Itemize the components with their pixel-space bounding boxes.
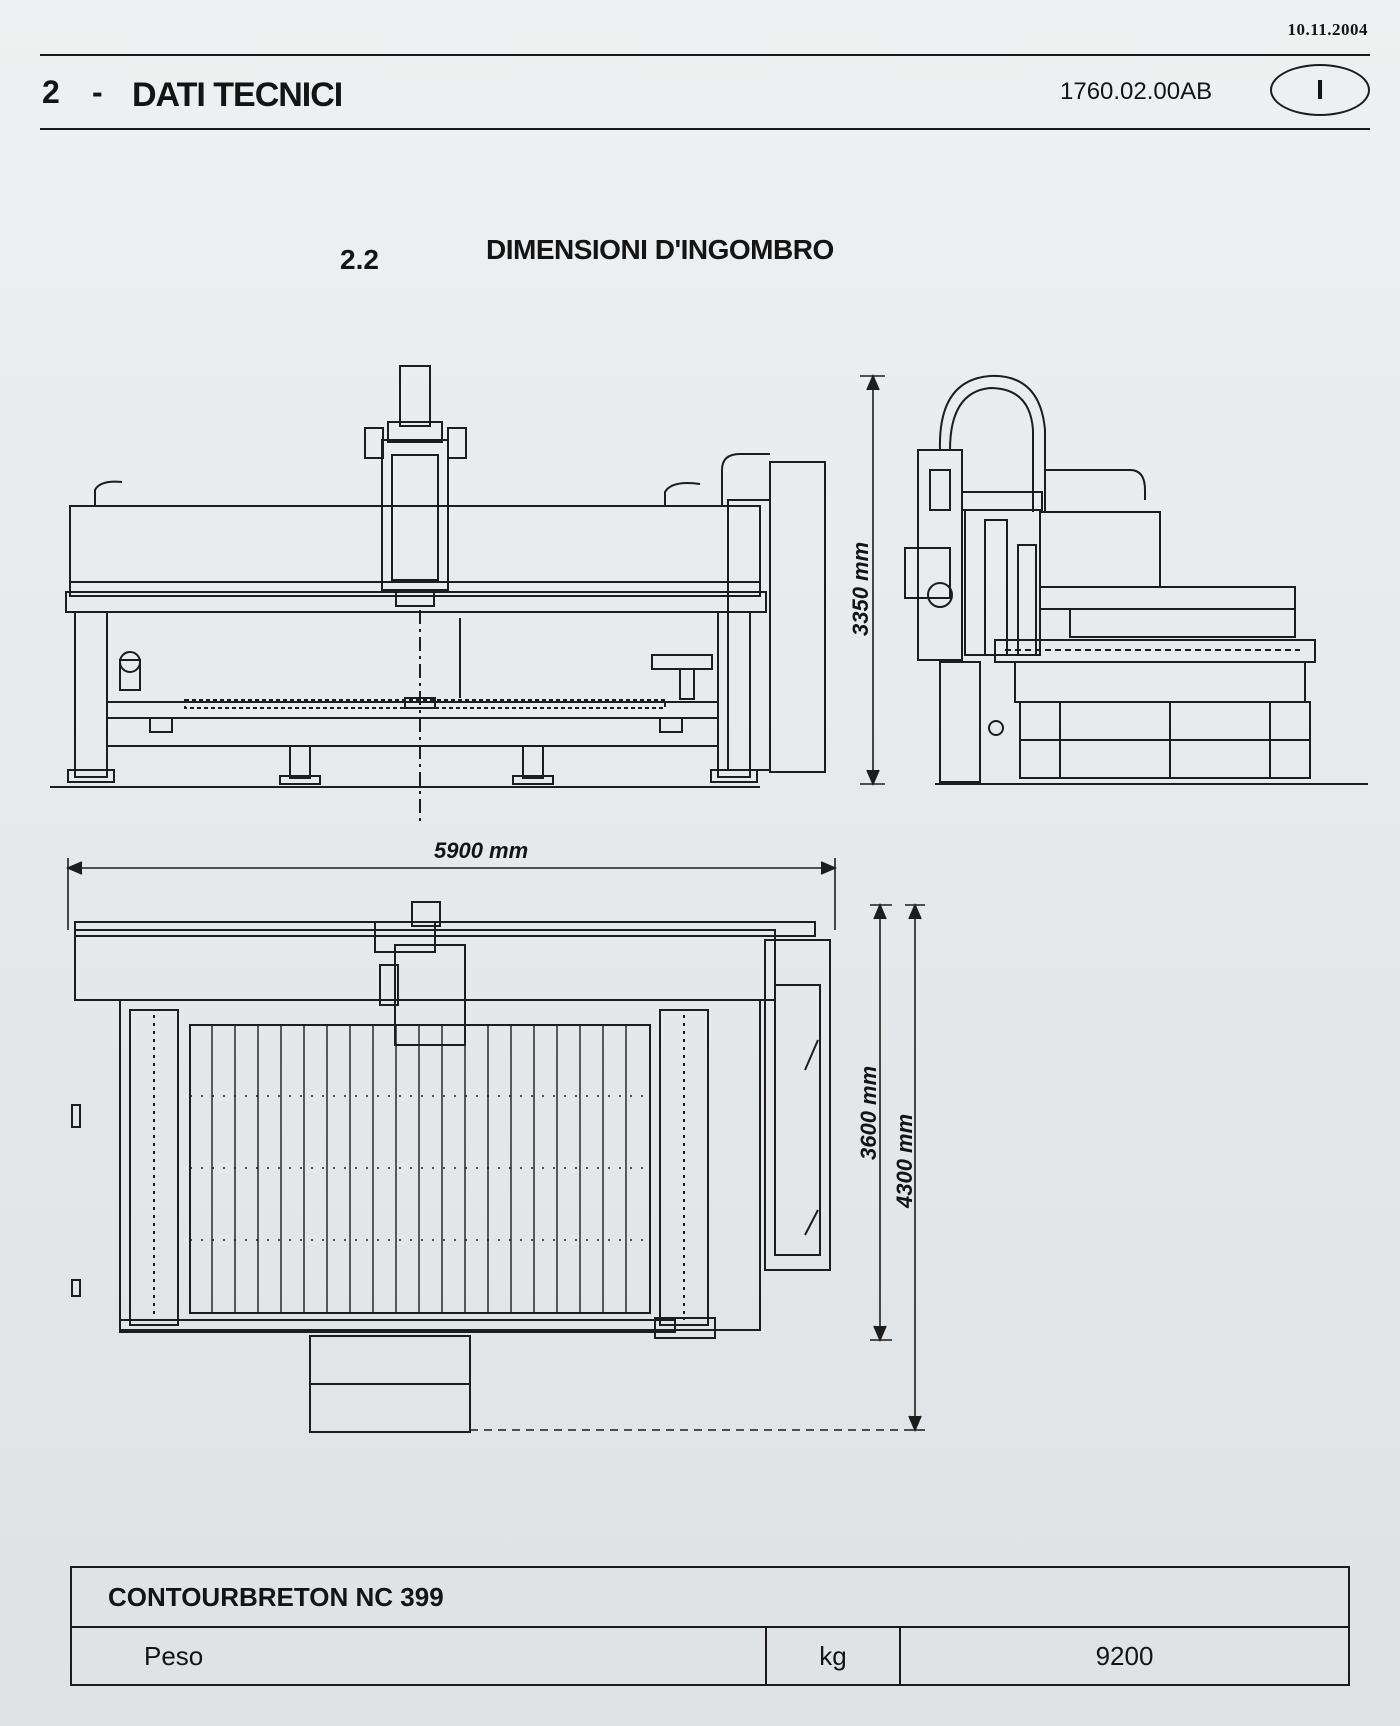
plan-view [71, 901, 831, 1433]
spec-label: Peso [70, 1626, 767, 1686]
subsection-title: DIMENSIONI D'INGOMBRO [486, 234, 834, 265]
language-badge: I [1270, 64, 1370, 116]
inner-depth-dimension-label: 3600 mm [856, 1065, 881, 1160]
dimension-lines [65, 373, 925, 1433]
section-title: DATI TECNICI [132, 76, 343, 114]
section-number: 2 [42, 74, 60, 110]
model-name: CONTOURBRETON NC 399 [70, 1566, 1350, 1628]
side-view [904, 374, 1368, 785]
front-view [50, 365, 826, 825]
spec-value: 9200 [899, 1626, 1350, 1686]
length-dimension-label: 5900 mm [434, 838, 529, 863]
document-date: 10.11.2004 [1287, 20, 1368, 39]
spec-header-row: CONTOURBRETON NC 399 [70, 1566, 1350, 1628]
spec-unit: kg [765, 1626, 901, 1686]
document-code: 1760.02.00AB [1060, 78, 1213, 105]
spec-table: CONTOURBRETON NC 399 Peso kg 9200 [70, 1566, 1350, 1686]
table-row: Peso kg 9200 [70, 1626, 1350, 1686]
header-bottom-rule [40, 128, 1370, 130]
header-top-rule [40, 54, 1370, 56]
outer-depth-dimension-label: 4300 mm [892, 1113, 917, 1208]
height-dimension-label: 3350 mm [848, 541, 873, 636]
section-dash: - [92, 74, 103, 110]
subsection-number: 2.2 [340, 244, 379, 275]
